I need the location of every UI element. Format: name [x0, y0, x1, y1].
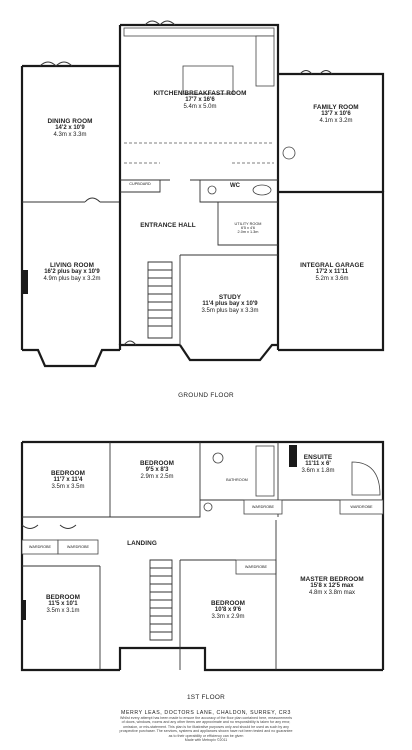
study-label: STUDY 11'4 plus bay x 10'9 3.5m plus bay…: [182, 294, 278, 315]
wc-label: WC: [222, 183, 248, 190]
wardrobe-label-1: WARDROBE: [28, 545, 52, 549]
kitchen-island: [182, 65, 234, 95]
bath-tub: [255, 445, 275, 497]
entrance-hall-name: ENTRANCE HALL: [140, 222, 196, 229]
wardrobe-label-2: WARDROBE: [66, 545, 90, 549]
bedroom-bottom-left-imperial: 11'5 x 10'1: [48, 601, 78, 608]
family-room-fixture: [282, 146, 296, 160]
wardrobe-l2-box: [57, 539, 99, 555]
bedroom-bottom-middle-name: BEDROOM: [210, 600, 246, 607]
cupboard-label: CUPBOARD: [129, 182, 151, 186]
living-room-name: LIVING ROOM: [49, 262, 95, 269]
bedroom-bottom-left-label: BEDROOM 11'5 x 10'1 3.5m x 3.1m: [28, 594, 98, 615]
living-room-label: LIVING ROOM 16'2 plus bay x 10'9 4.9m pl…: [26, 262, 118, 283]
bedroom-top-middle-metric: 2.9m x 2.5m: [140, 474, 174, 481]
bedroom-top-left-name: BEDROOM: [50, 470, 86, 477]
first-floor-title: 1ST FLOOR: [186, 694, 226, 701]
garage-metric: 5.2m x 3.6m: [315, 276, 349, 283]
master-bedroom-metric: 4.8m x 3.8m max: [308, 590, 355, 597]
wardrobe-label-3: WARDROBE: [251, 505, 275, 509]
master-bedroom-name: MASTER BEDROOM: [300, 576, 364, 583]
wardrobe-label-5: WARDROBE: [244, 565, 268, 569]
first-floor-stairs: [149, 559, 173, 641]
wc-name: WC: [230, 183, 240, 189]
kitchen-imperial: 17'7 x 16'6: [185, 97, 215, 104]
ensuite-metric: 3.6m x 1.8m: [301, 468, 335, 475]
bedroom-fireplace: [22, 600, 26, 620]
utility-room-name: UTILITY ROOM: [234, 222, 262, 226]
ensuite-chimney: [289, 445, 297, 467]
master-bedroom-label: MASTER BEDROOM 15'8 x 12'5 max 4.8m x 3.…: [284, 576, 380, 597]
ensuite-imperial: 11'11 x 6': [305, 461, 331, 468]
study-metric: 3.5m plus bay x 3.3m: [201, 308, 259, 315]
footer: MERRY LEAS, DOCTORS LANE, CHALDON, SURRE…: [60, 710, 352, 743]
living-room-imperial: 16'2 plus bay x 10'9: [44, 269, 100, 276]
bathroom-basin: [212, 452, 224, 464]
family-room-metric: 4.1m x 3.2m: [319, 118, 353, 125]
disclaimer-line-2: of doors, windows, rooms and any other i…: [121, 720, 291, 725]
dining-room-name: DINING ROOM: [47, 118, 93, 125]
bedroom-bottom-left-metric: 3.5m x 3.1m: [46, 608, 80, 615]
dining-room-metric: 4.3m x 3.3m: [53, 132, 87, 139]
dining-room-label: DINING ROOM 14'2 x 10'9 4.3m x 3.3m: [30, 118, 110, 139]
garage-label: INTEGRAL GARAGE 17'2 x 11'11 5.2m x 3.6m: [286, 262, 378, 283]
kitchen-name: KITCHEN/BREAKFAST ROOM: [153, 90, 247, 97]
master-bedroom-imperial: 15'8 x 12'5 max: [310, 583, 354, 590]
garage-name: INTEGRAL GARAGE: [300, 262, 364, 269]
kitchen-metric: 5.4m x 5.0m: [183, 104, 217, 111]
entrance-hall-label: ENTRANCE HALL: [128, 222, 208, 229]
bedroom-bottom-left-name: BEDROOM: [45, 594, 81, 601]
bedroom-top-middle-imperial: 9'5 x 8'3: [145, 467, 169, 474]
kitchen-label: KITCHEN/BREAKFAST ROOM 17'7 x 16'6 5.4m …: [130, 90, 270, 111]
ground-floor-plan: [20, 20, 385, 368]
disclaimer-line-1: Whilst every attempt has been made to en…: [120, 716, 292, 720]
utility-room-label: UTILITY ROOM 6'5 x 4'6 2.0m x 1.3m: [220, 222, 276, 235]
disclaimer-line-3: omission, or mis-statement. This plan is…: [123, 724, 289, 729]
bedroom-top-left-imperial: 11'7 x 11'4: [53, 477, 83, 484]
disclaimer-line-5: as to their operability or efficiency ca…: [168, 733, 244, 738]
bathroom-label: BATHROOM: [226, 478, 248, 482]
bedroom-bottom-middle-metric: 3.3m x 2.9m: [211, 614, 245, 621]
landing-label: LANDING: [112, 540, 172, 547]
utility-room-imperial: 6'5 x 4'6: [241, 226, 255, 231]
family-room-name: FAMILY ROOM: [313, 104, 359, 111]
first-floor-plan: [20, 440, 385, 672]
property-address: MERRY LEAS, DOCTORS LANE, CHALDON, SURRE…: [121, 710, 291, 716]
bedroom-top-middle-name: BEDROOM: [139, 460, 175, 467]
study-imperial: 11'4 plus bay x 10'9: [202, 301, 258, 308]
ensuite-label: ENSUITE 11'11 x 6' 3.6m x 1.8m: [288, 454, 348, 475]
bedroom-bottom-middle-label: BEDROOM 10'8 x 9'6 3.3m x 2.9m: [186, 600, 270, 621]
wardrobe-r-box: [339, 499, 384, 515]
bedroom-top-left-metric: 3.5m x 3.5m: [51, 484, 85, 491]
ground-floor-title: GROUND FLOOR: [178, 392, 234, 399]
family-room-label: FAMILY ROOM 13'7 x 10'6 4.1m x 3.2m: [296, 104, 376, 125]
ground-stairs: [147, 261, 173, 339]
utility-room-metric: 2.0m x 1.3m: [237, 230, 259, 235]
wc-toilet: [252, 184, 272, 196]
kitchen-worktop: [123, 27, 275, 37]
disclaimer-line-4: prospective purchaser. The services, sys…: [119, 729, 293, 734]
wardrobe-m-box: [243, 499, 283, 515]
kitchen-units: [255, 35, 275, 87]
wc-basin: [207, 185, 217, 195]
ensuite-name: ENSUITE: [303, 454, 333, 461]
ensuite-shower: [351, 461, 381, 496]
garage-imperial: 17'2 x 11'11: [315, 269, 349, 276]
bedroom-bottom-middle-imperial: 10'8 x 9'6: [214, 607, 242, 614]
landing-fixture: [203, 502, 213, 512]
bedroom-top-left-label: BEDROOM 11'7 x 11'4 3.5m x 3.5m: [28, 470, 108, 491]
dining-room-imperial: 14'2 x 10'9: [55, 125, 85, 132]
living-room-metric: 4.9m plus bay x 3.2m: [43, 276, 101, 283]
wardrobe-label-4: WARDROBE: [350, 505, 373, 509]
landing-name: LANDING: [127, 540, 157, 547]
family-room-imperial: 13'7 x 10'6: [321, 111, 351, 118]
living-room-fireplace: [22, 270, 28, 294]
disclaimer-line-6: Made with Metropix ©2011: [184, 738, 228, 743]
bedroom-top-middle-label: BEDROOM 9'5 x 8'3 2.9m x 2.5m: [120, 460, 194, 481]
study-name: STUDY: [218, 294, 242, 301]
